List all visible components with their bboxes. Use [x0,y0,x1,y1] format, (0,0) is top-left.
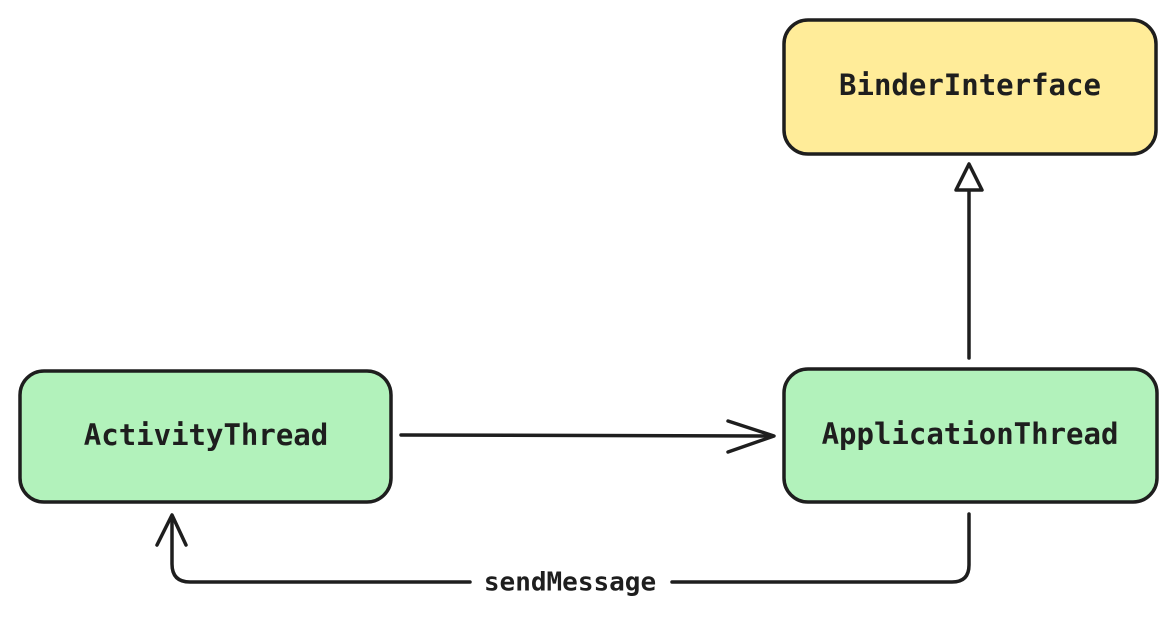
edge-send-message: sendMessage [155,512,971,598]
node-activity-thread-label: ActivityThread [84,418,328,452]
node-application-thread-label: ApplicationThread [822,417,1119,451]
edge-send-message-line-left [170,516,472,584]
node-application-thread-box [782,367,1159,504]
node-activity-thread-box [18,369,393,504]
edge-send-message-line-right [670,512,971,584]
edge-application-to-binder [954,162,984,360]
open-arrowhead-up-icon [155,513,188,547]
node-application-thread[interactable]: ApplicationThread [782,367,1159,504]
node-activity-thread[interactable]: ActivityThread [18,369,393,504]
hollow-triangle-arrowhead-icon [954,162,984,192]
node-binder-interface[interactable]: BinderInterface [782,18,1158,156]
node-binder-interface-box [782,18,1158,156]
node-binder-interface-label: BinderInterface [839,68,1101,102]
edge-send-message-label: sendMessage [484,568,656,598]
open-arrowhead-icon [726,419,776,454]
edge-activity-to-application-line [399,433,774,438]
edge-activity-to-application [399,419,776,454]
